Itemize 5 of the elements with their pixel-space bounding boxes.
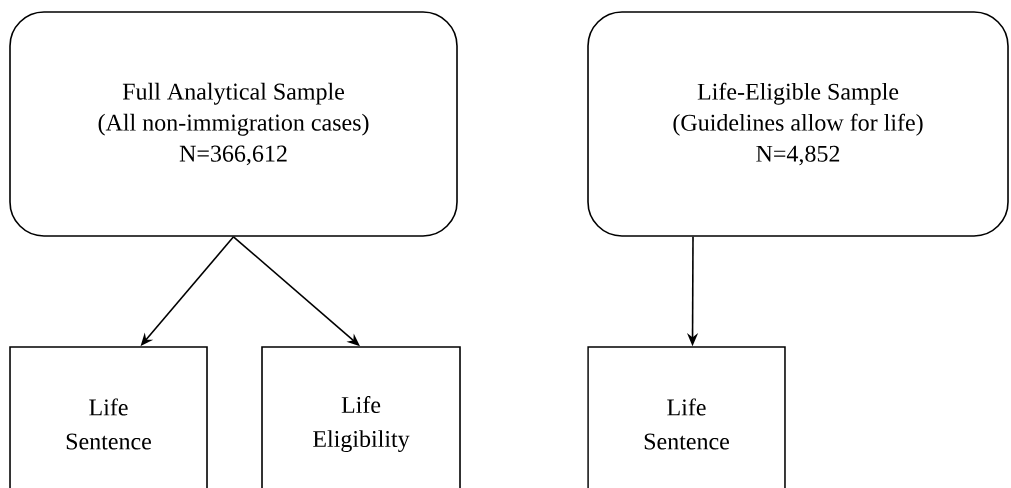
- rounded-box: Life-Eligible Sample (Guidelines allow for life) N=4,852: [587, 11, 1009, 237]
- rounded-box: Full Analytical Sample (All non-immigration cases) N=366,612: [9, 11, 458, 237]
- process-box: Life Eligibility: [261, 346, 461, 488]
- process-box: Life Sentence: [9, 346, 208, 488]
- process-box: Life Sentence: [587, 346, 786, 488]
